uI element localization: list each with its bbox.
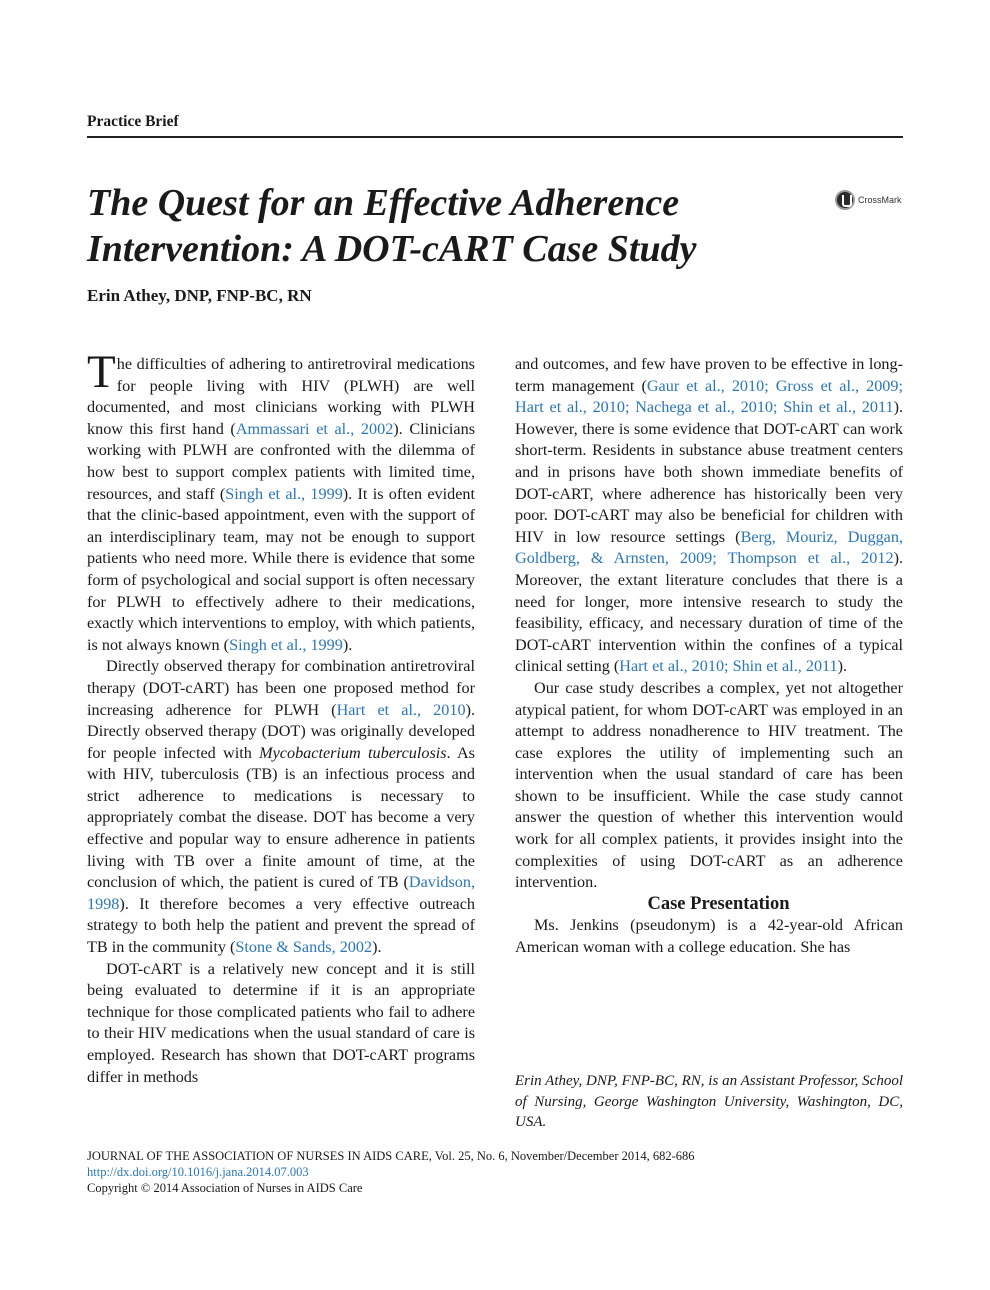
text-run: . As with HIV, tuberculosis (TB) is an i… xyxy=(87,743,475,892)
citation-link[interactable]: Singh et al., 1999 xyxy=(229,635,343,654)
right-column: and outcomes, and few have proven to be … xyxy=(515,340,903,959)
text-run: Directly observed therapy for combinatio… xyxy=(87,657,475,719)
crossmark-icon xyxy=(835,190,855,210)
author-affiliation: Erin Athey, DNP, FNP-BC, RN, is an Assis… xyxy=(515,1073,903,1130)
citation-link[interactable]: Berg, Mouriz, Duggan, Goldberg, & Arnste… xyxy=(515,527,904,568)
text-run: ). Directly observed therapy (DOT) was o… xyxy=(87,700,475,762)
citation-link[interactable]: Hart et al., 2010 xyxy=(336,700,466,719)
text-run: ). Clinicians working with PLWH are conf… xyxy=(87,419,476,503)
paragraph-dot-cart: DOT-cART is a relatively new concept and… xyxy=(87,959,475,1089)
paragraph-dot: Directly observed therapy for combinatio… xyxy=(87,656,475,958)
text-run: ). It is often evident that the clinic-b… xyxy=(87,484,476,654)
species-name: Mycobacterium tuberculosis xyxy=(259,743,447,762)
crossmark-label: CrossMark xyxy=(858,195,902,205)
text-run: ). xyxy=(837,657,848,676)
drop-cap: T xyxy=(87,346,116,398)
journal-citation: JOURNAL OF THE ASSOCIATION OF NURSES IN … xyxy=(87,1149,695,1163)
section-label: Practice Brief xyxy=(87,113,179,130)
citation-link[interactable]: Stone & Sands, 2002 xyxy=(235,938,373,957)
text-run: he difficulties of adhering to antiretro… xyxy=(87,355,475,438)
paragraph-case-study: Our case study describes a complex, yet … xyxy=(515,678,903,894)
text-run: ). xyxy=(372,938,382,957)
citation-link[interactable]: Ammassari et al., 2002 xyxy=(235,419,394,438)
page-footer: JOURNAL OF THE ASSOCIATION OF NURSES IN … xyxy=(87,1148,695,1196)
author-line: Erin Athey, DNP, FNP-BC, RN xyxy=(87,286,312,305)
citation-link[interactable]: Gaur et al., 2010; Gross et al., 2009; H… xyxy=(515,376,903,417)
text-run: ). Moreover, the extant literature concl… xyxy=(515,549,903,676)
crossmark-badge[interactable]: CrossMark xyxy=(835,190,902,210)
article-title: The Quest for an Effective Adherence Int… xyxy=(87,182,697,270)
text-run: ). xyxy=(342,635,353,654)
header-rule xyxy=(87,136,903,138)
copyright-notice: Copyright © 2014 Association of Nurses i… xyxy=(87,1181,363,1195)
paragraph-case-presentation: Ms. Jenkins (pseudonym) is a 42-year-old… xyxy=(515,915,903,958)
text-run: ). However, there is some evidence that … xyxy=(515,398,903,546)
citation-link[interactable]: Davidson, 1998 xyxy=(87,873,475,913)
paragraph-outcomes: and outcomes, and few have proven to be … xyxy=(515,354,903,678)
text-run: DOT-cART is a relatively new concept and… xyxy=(87,959,475,1086)
doi-link[interactable]: http://dx.doi.org/10.1016/j.jana.2014.07… xyxy=(87,1165,309,1179)
text-run: and outcomes, and few have proven to be … xyxy=(515,355,903,395)
text-run: ). It therefore becomes a very effective… xyxy=(87,894,475,957)
citation-link[interactable]: Singh et al., 1999 xyxy=(225,484,343,503)
citation-link[interactable]: Hart et al., 2010; Shin et al., 2011 xyxy=(619,657,838,676)
text-run: Ms. Jenkins (pseudonym) is a 42-year-old… xyxy=(515,916,903,957)
section-heading: Case Presentation xyxy=(647,893,790,914)
text-run: Our case study describes a complex, yet … xyxy=(515,678,903,892)
